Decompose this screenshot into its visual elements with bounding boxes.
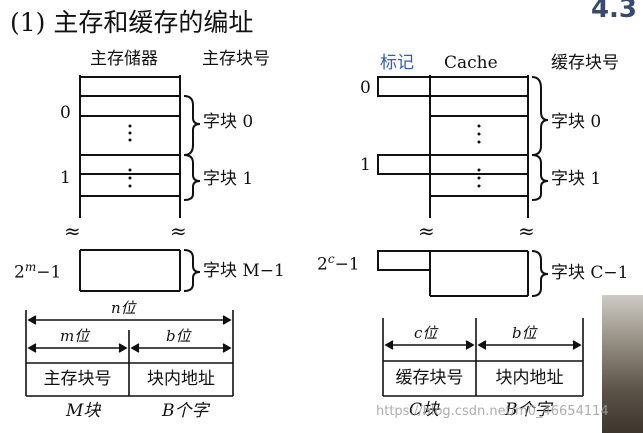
cache-width-b: b位 [512, 324, 537, 342]
mm-braces [183, 95, 201, 292]
mm-break-right: ≈ [170, 219, 187, 243]
cache-brace-last [531, 250, 549, 297]
mm-index-0: 0 [60, 103, 71, 123]
cache-tag-last [377, 250, 431, 271]
mm-ellipsis [128, 124, 132, 188]
cache-address-field [382, 318, 584, 397]
watermark: https://blog.csdn.net/m0_46654114 [376, 404, 609, 419]
cache-ellipsis [477, 124, 481, 188]
mm-count-words: B个字 [162, 401, 209, 421]
section-number: 4.3 [590, 0, 637, 22]
cache-block-last: 字块 C−1 [551, 263, 629, 283]
mm-block-last: 字块 M−1 [203, 261, 285, 281]
cache-index-0: 0 [360, 78, 371, 98]
cache-braces [531, 76, 549, 297]
main-memory-stack [79, 75, 181, 292]
cache-index-last: 2c−1 [317, 252, 360, 275]
mm-block-no-heading: 主存块号 [202, 49, 270, 69]
mm-heading: 主存储器 [90, 49, 158, 69]
mm-block-0: 字块 0 [203, 112, 254, 132]
mm-width-m: m位 [60, 327, 90, 345]
mm-block-1: 字块 1 [203, 169, 254, 189]
cache-block-0: 字块 0 [551, 112, 602, 132]
mm-brace-block1 [183, 154, 201, 201]
cache-tag-1 [377, 154, 431, 175]
cache-break-right: ≈ [518, 219, 535, 243]
cache-brace-block1 [531, 154, 549, 201]
mm-brace-block0 [183, 95, 201, 156]
mm-field-offset: 块内地址 [147, 369, 215, 389]
presenter-video-thumbnail [602, 295, 643, 433]
cache-count-blocks: C块 [409, 400, 440, 420]
mm-count-blocks: M块 [66, 401, 101, 421]
page-title: (1) 主存和缓存的编址 [10, 8, 254, 37]
mm-brace-last [183, 249, 201, 292]
cache-heading: Cache [444, 53, 498, 73]
mm-index-1: 1 [60, 168, 71, 188]
mm-address-field [25, 310, 234, 397]
cache-field-block: 缓存块号 [395, 368, 464, 388]
cache-index-1: 1 [360, 155, 371, 175]
cache-stack [429, 75, 529, 297]
cache-break-left: ≈ [418, 219, 435, 243]
cache-tag-heading: 标记 [380, 53, 414, 73]
cache-block-no-heading: 缓存块号 [551, 53, 619, 73]
mm-width-b: b位 [166, 327, 191, 345]
cache-field-offset: 块内地址 [495, 368, 564, 388]
cache-tag-0 [377, 76, 431, 97]
mm-width-n: n位 [111, 299, 136, 317]
cache-count-words: B个字 [505, 400, 552, 420]
cache-block-1: 字块 1 [551, 169, 602, 189]
mm-field-block: 主存块号 [43, 369, 112, 389]
mm-break-left: ≈ [64, 219, 81, 243]
cache-brace-block0 [531, 76, 549, 156]
cache-width-c: c位 [414, 324, 438, 342]
mm-index-last: 2m−1 [14, 260, 62, 283]
